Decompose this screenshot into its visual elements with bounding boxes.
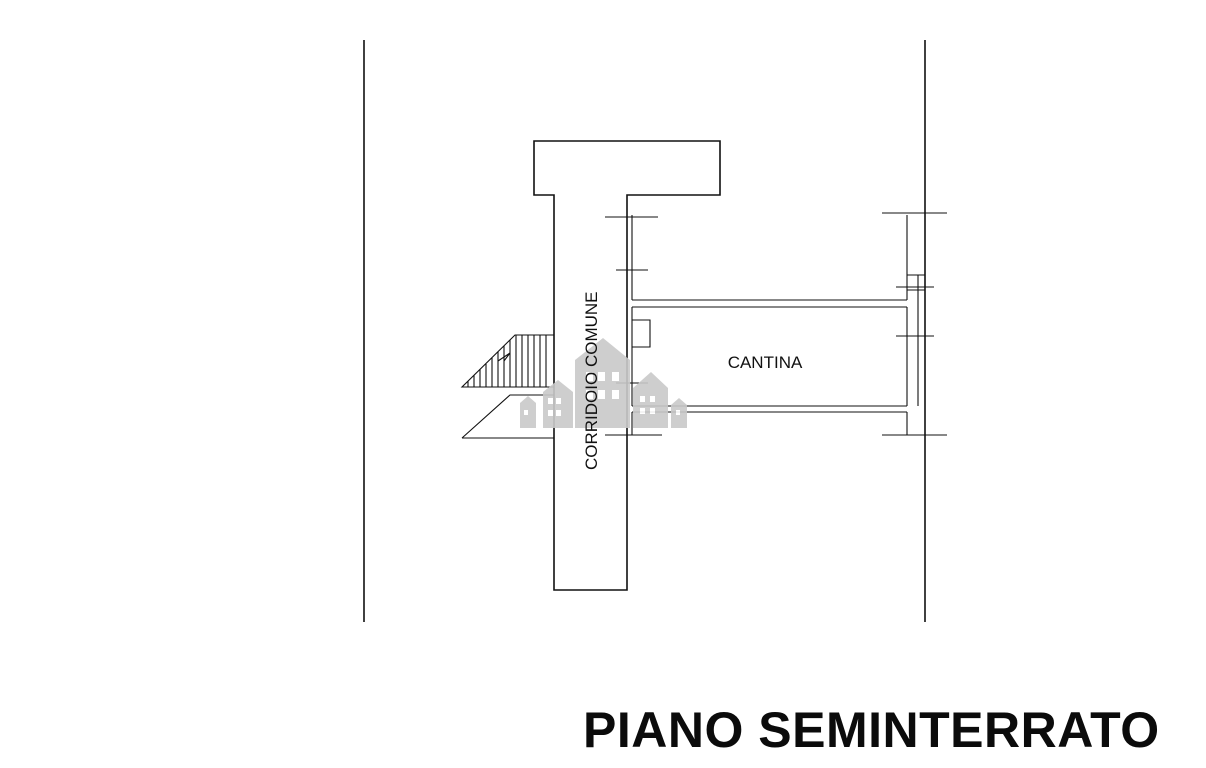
corridor-outline (533, 140, 721, 591)
cellar-niche (632, 319, 651, 348)
floor-plan-title: PIANO SEMINTERRATO (583, 702, 1160, 758)
corridor-label: CORRIDOIO COMUNE (582, 292, 601, 471)
cellar-label: CANTINA (728, 353, 803, 372)
watermark-logo (520, 338, 687, 428)
staircase (460, 334, 554, 439)
wall-tick-marks (605, 212, 947, 436)
